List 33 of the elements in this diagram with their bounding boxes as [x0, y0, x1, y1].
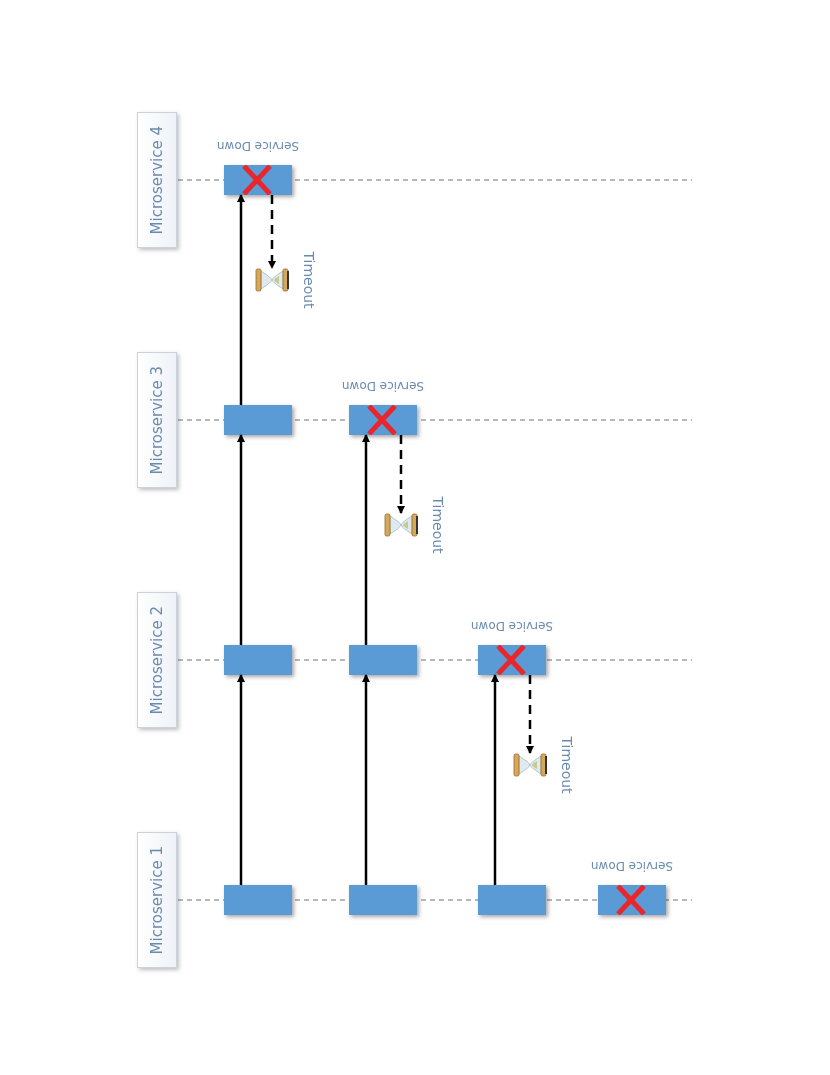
dashed-arrow	[526, 675, 534, 754]
failed-activation-box	[224, 165, 292, 195]
failed-activation-box	[478, 645, 546, 675]
activation-box	[349, 885, 417, 915]
activation-box	[224, 405, 292, 435]
dashed-arrow	[268, 195, 276, 269]
status-label: Service Down	[216, 139, 300, 153]
activation-box	[224, 645, 292, 675]
arrow	[237, 434, 245, 645]
lifeline-header: Microservice 2	[137, 592, 177, 728]
arrow	[237, 674, 245, 885]
dashed-arrow	[397, 435, 405, 514]
timeout-label: Timeout	[430, 496, 446, 554]
activation-box	[478, 885, 546, 915]
timeout-label: Timeout	[301, 251, 317, 309]
status-label: Service Down	[470, 619, 554, 633]
status-label: Service Down	[341, 379, 425, 393]
timeout-label: Timeout	[559, 736, 575, 794]
status-label: Service Down	[590, 859, 674, 873]
activation-box	[224, 885, 292, 915]
failed-activation-box	[598, 885, 666, 915]
hourglass-icon	[384, 513, 418, 537]
lifeline-header: Microservice 3	[137, 352, 177, 488]
arrow	[362, 434, 370, 645]
arrow	[237, 194, 245, 405]
lifeline-header: Microservice 4	[137, 112, 177, 248]
activation-box	[349, 645, 417, 675]
failed-activation-box	[349, 405, 417, 435]
arrow	[362, 674, 370, 885]
hourglass-icon	[513, 753, 547, 777]
lifeline-header: Microservice 1	[137, 832, 177, 968]
arrow	[491, 674, 499, 885]
hourglass-icon	[255, 268, 289, 292]
